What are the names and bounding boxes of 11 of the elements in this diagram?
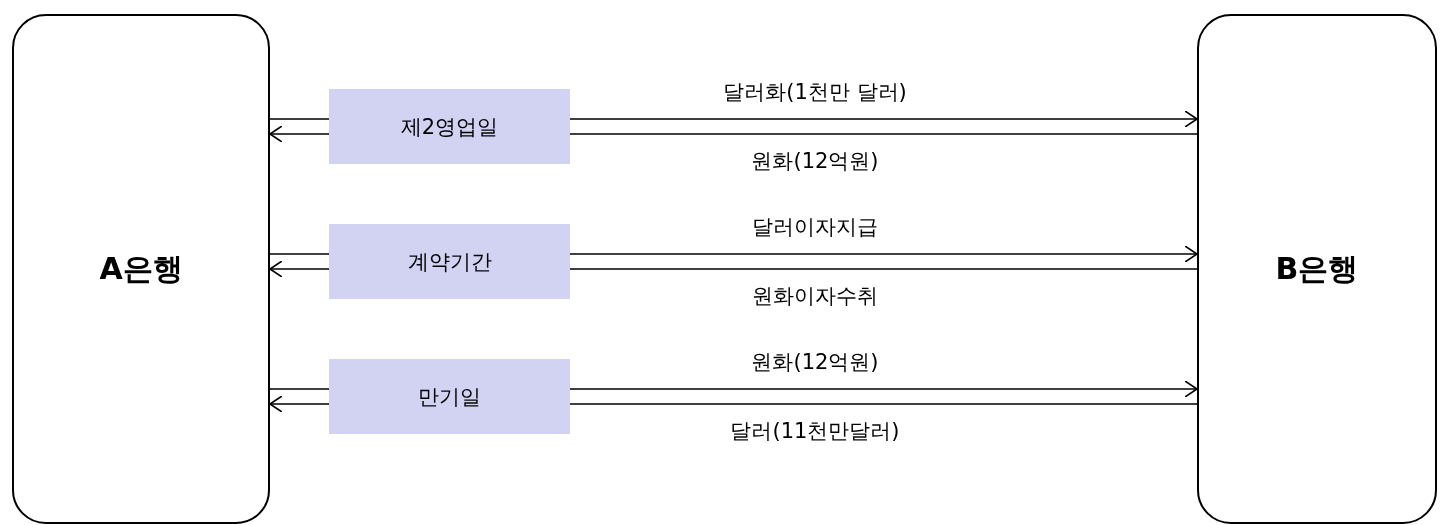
stage-box: 만기일 [329,359,570,434]
bank-box: A은행 [12,14,270,524]
arrow [569,380,1198,398]
stage-box: 제2영업일 [329,89,570,164]
arrow [269,395,330,413]
stage-box: 계약기간 [329,224,570,299]
arrow [269,125,330,143]
arrow [569,245,1198,263]
bank-box: B은행 [1197,14,1437,524]
arrow [269,260,330,278]
arrow [569,110,1198,128]
